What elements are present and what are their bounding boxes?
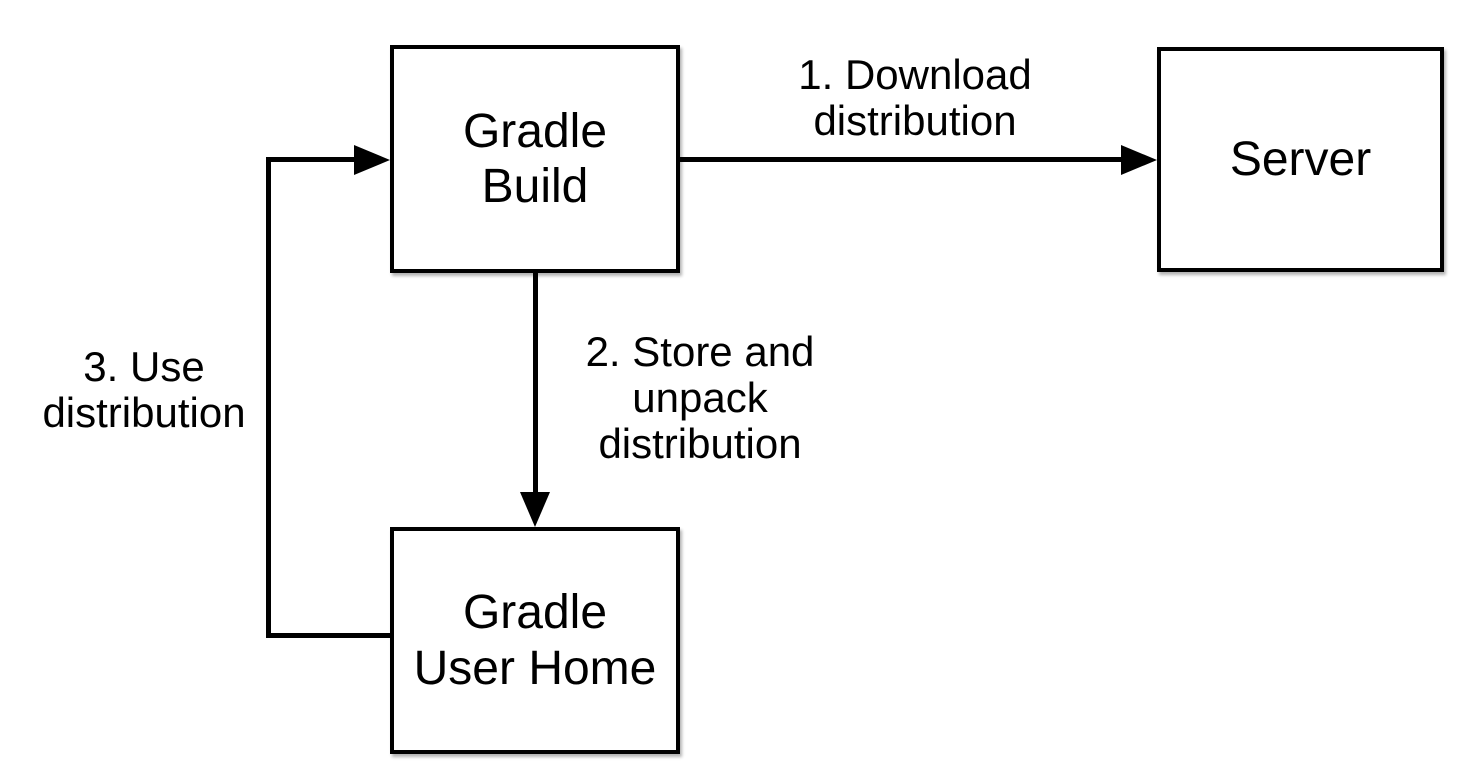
node-server-label: Server: [1229, 132, 1372, 186]
edge-use-line-bottom: [266, 633, 392, 638]
edge-use-label: 3. Use distribution: [42, 343, 246, 436]
arrowhead-right-icon: [354, 145, 390, 175]
arrowhead-down-icon: [520, 492, 550, 527]
node-gradle-build-label: Gradle Build: [462, 104, 608, 213]
edge-store-unpack-label: 2. Store and unpack distribution: [585, 328, 815, 467]
node-gradle-user-home-label: Gradle User Home: [413, 586, 657, 695]
node-gradle-build: Gradle Build: [390, 45, 680, 273]
node-gradle-user-home: Gradle User Home: [390, 527, 680, 754]
node-server: Server: [1157, 47, 1444, 272]
arrowhead-right-icon: [1121, 145, 1157, 175]
edge-download-label: 1. Download distribution: [798, 51, 1032, 144]
edge-download-line: [678, 157, 1124, 162]
edge-store-unpack-line: [533, 272, 538, 493]
edge-use-line-top: [266, 157, 356, 162]
edge-use-line-vertical: [266, 157, 271, 638]
